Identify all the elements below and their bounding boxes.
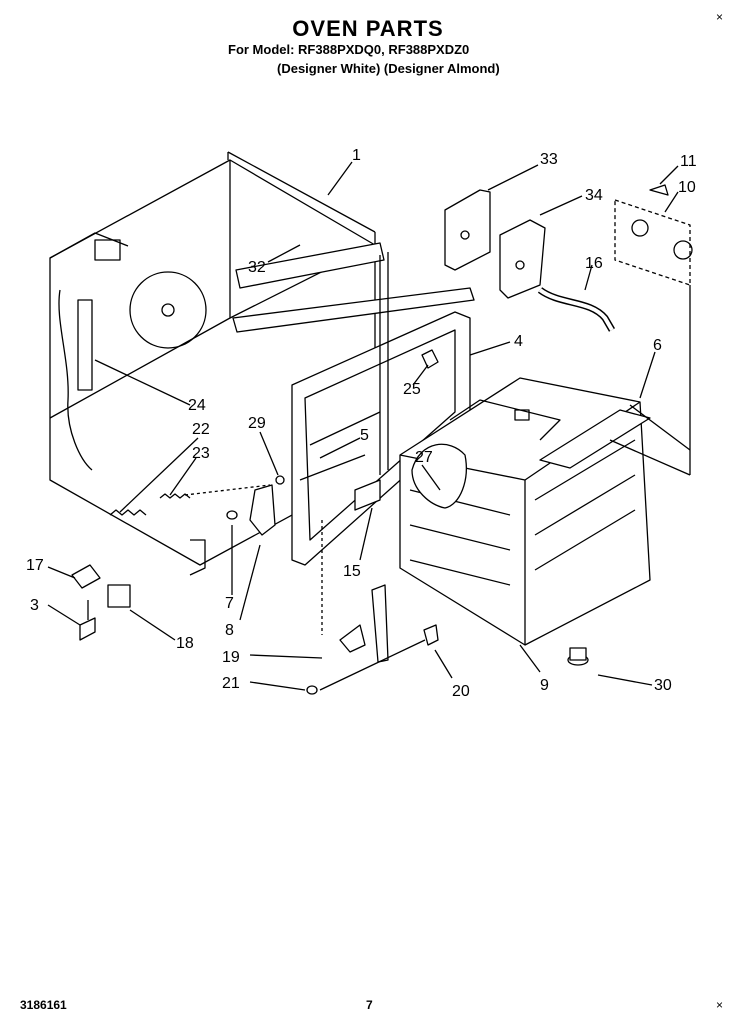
part-label: 3 (30, 597, 39, 614)
part-label: 30 (654, 677, 672, 694)
part-8-bracket (249, 484, 276, 536)
part-label: 6 (653, 337, 662, 354)
part-label: 24 (188, 397, 206, 414)
part-label: 7 (225, 595, 234, 612)
part-label: 5 (360, 427, 369, 444)
part-27-baffle (411, 443, 467, 509)
part-label: 32 (248, 259, 266, 276)
part-22-spring (109, 509, 147, 516)
part-34-bracket (499, 219, 546, 299)
document-number: 3186161 (20, 998, 67, 1012)
part-17-bracket (71, 564, 101, 589)
part-label: 17 (26, 557, 44, 574)
part-33-shield (444, 189, 491, 271)
part-label: 9 (540, 677, 549, 694)
part-label: 10 (678, 179, 696, 196)
corner-mark-bottom-right: × (716, 998, 724, 1012)
part-7-washer (226, 510, 238, 520)
corner-mark-top-right: × (716, 10, 724, 24)
part-label: 11 (680, 153, 697, 170)
part-label: 20 (452, 683, 470, 700)
part-label: 15 (343, 563, 361, 580)
oven-front-frame (291, 252, 471, 566)
part-21-nut (306, 685, 318, 695)
part-29-screw (275, 475, 285, 485)
part-label: 23 (192, 445, 210, 462)
part-label: 33 (540, 151, 558, 168)
oven-liner (399, 377, 691, 646)
light-socket-assembly (609, 184, 693, 476)
part-label: 34 (585, 187, 603, 204)
model-line: For Model: RF388PXDQ0, RF388PXDZ0 (228, 42, 470, 57)
leader-lines (47, 161, 679, 691)
part-3-leveler (79, 617, 96, 641)
part-23-spring (159, 493, 191, 499)
part-label: 27 (415, 449, 433, 466)
part-25-fitting (421, 349, 439, 369)
part-label: 1 (352, 147, 361, 164)
part-label: 21 (222, 675, 240, 692)
part-label: 4 (514, 333, 523, 350)
part-label: 16 (585, 255, 603, 272)
page-number: 7 (366, 998, 373, 1012)
part-label: 18 (176, 635, 194, 652)
part-18-block (107, 584, 131, 608)
part-19-hinge (371, 584, 389, 663)
part-label: 29 (248, 415, 266, 432)
page-title: OVEN PARTS (292, 16, 444, 41)
part-15-clip (354, 479, 381, 511)
part-20-screw (423, 624, 439, 646)
part-label: 25 (403, 381, 421, 398)
part-label: 19 (222, 649, 240, 666)
part-number-labels: 1 33 11 10 34 32 16 4 6 24 25 29 22 23 5… (26, 147, 697, 700)
finish-line: (Designer White) (Designer Almond) (277, 61, 500, 76)
part-label: 22 (192, 421, 210, 438)
part-label: 8 (225, 622, 234, 639)
